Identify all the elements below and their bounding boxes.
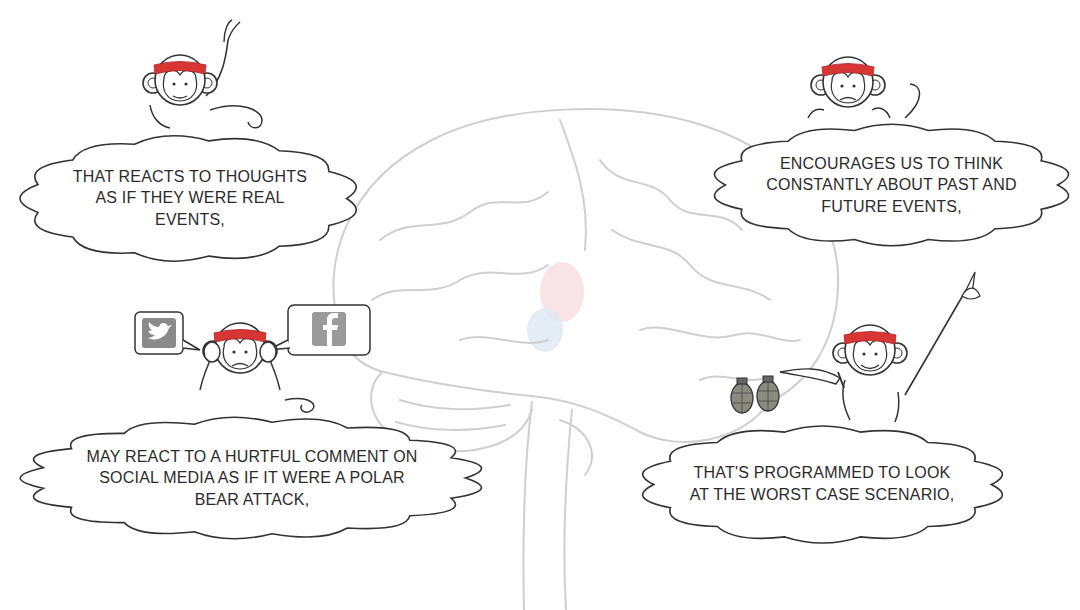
cloud-outline [20, 417, 481, 539]
grenade-symbol [731, 376, 779, 413]
monkey-figure [808, 57, 920, 118]
cloud-text-area: ENCOURAGES US TO THINK CONSTANTLY ABOUT … [759, 153, 1024, 218]
cloud-outline [20, 135, 356, 260]
facebook-icon [268, 305, 370, 355]
cloud-text: THAT'S PROGRAMMED TO LOOK AT THE WORST C… [687, 462, 957, 505]
sword-symbol [780, 369, 844, 388]
cloud-text: ENCOURAGES US TO THINK CONSTANTLY ABOUT … [759, 153, 1024, 218]
brain-highlight [527, 308, 563, 352]
spear-symbol [905, 272, 980, 395]
cloud-text-area: THAT'S PROGRAMMED TO LOOK AT THE WORST C… [687, 462, 957, 505]
thought-cloud: ENCOURAGES US TO THINK CONSTANTLY ABOUT … [707, 120, 1076, 250]
thought-cloud: THAT'S PROGRAMMED TO LOOK AT THE WORST C… [635, 422, 1010, 547]
cloud-text: MAY REACT TO A HURTFUL COMMENT ON SOCIAL… [82, 446, 422, 511]
cloud-text-area: MAY REACT TO A HURTFUL COMMENT ON SOCIAL… [82, 446, 422, 511]
cloud-outline [642, 426, 1002, 543]
cloud-text: THAT REACTS TO THOUGHTS AS IF THEY WERE … [65, 166, 315, 231]
thought-cloud: THAT REACTS TO THOUGHTS AS IF THEY WERE … [16, 131, 364, 266]
monkey-figure [731, 272, 980, 422]
monkey-figure [143, 20, 262, 128]
thought-cloud: MAY REACT TO A HURTFUL COMMENT ON SOCIAL… [16, 413, 489, 543]
cloud-text-area: THAT REACTS TO THOUGHTS AS IF THEY WERE … [65, 166, 315, 231]
monkey-figure [135, 305, 370, 412]
twitter-icon [135, 312, 200, 354]
cloud-outline [714, 124, 1068, 246]
cloud-outline [635, 422, 1010, 547]
